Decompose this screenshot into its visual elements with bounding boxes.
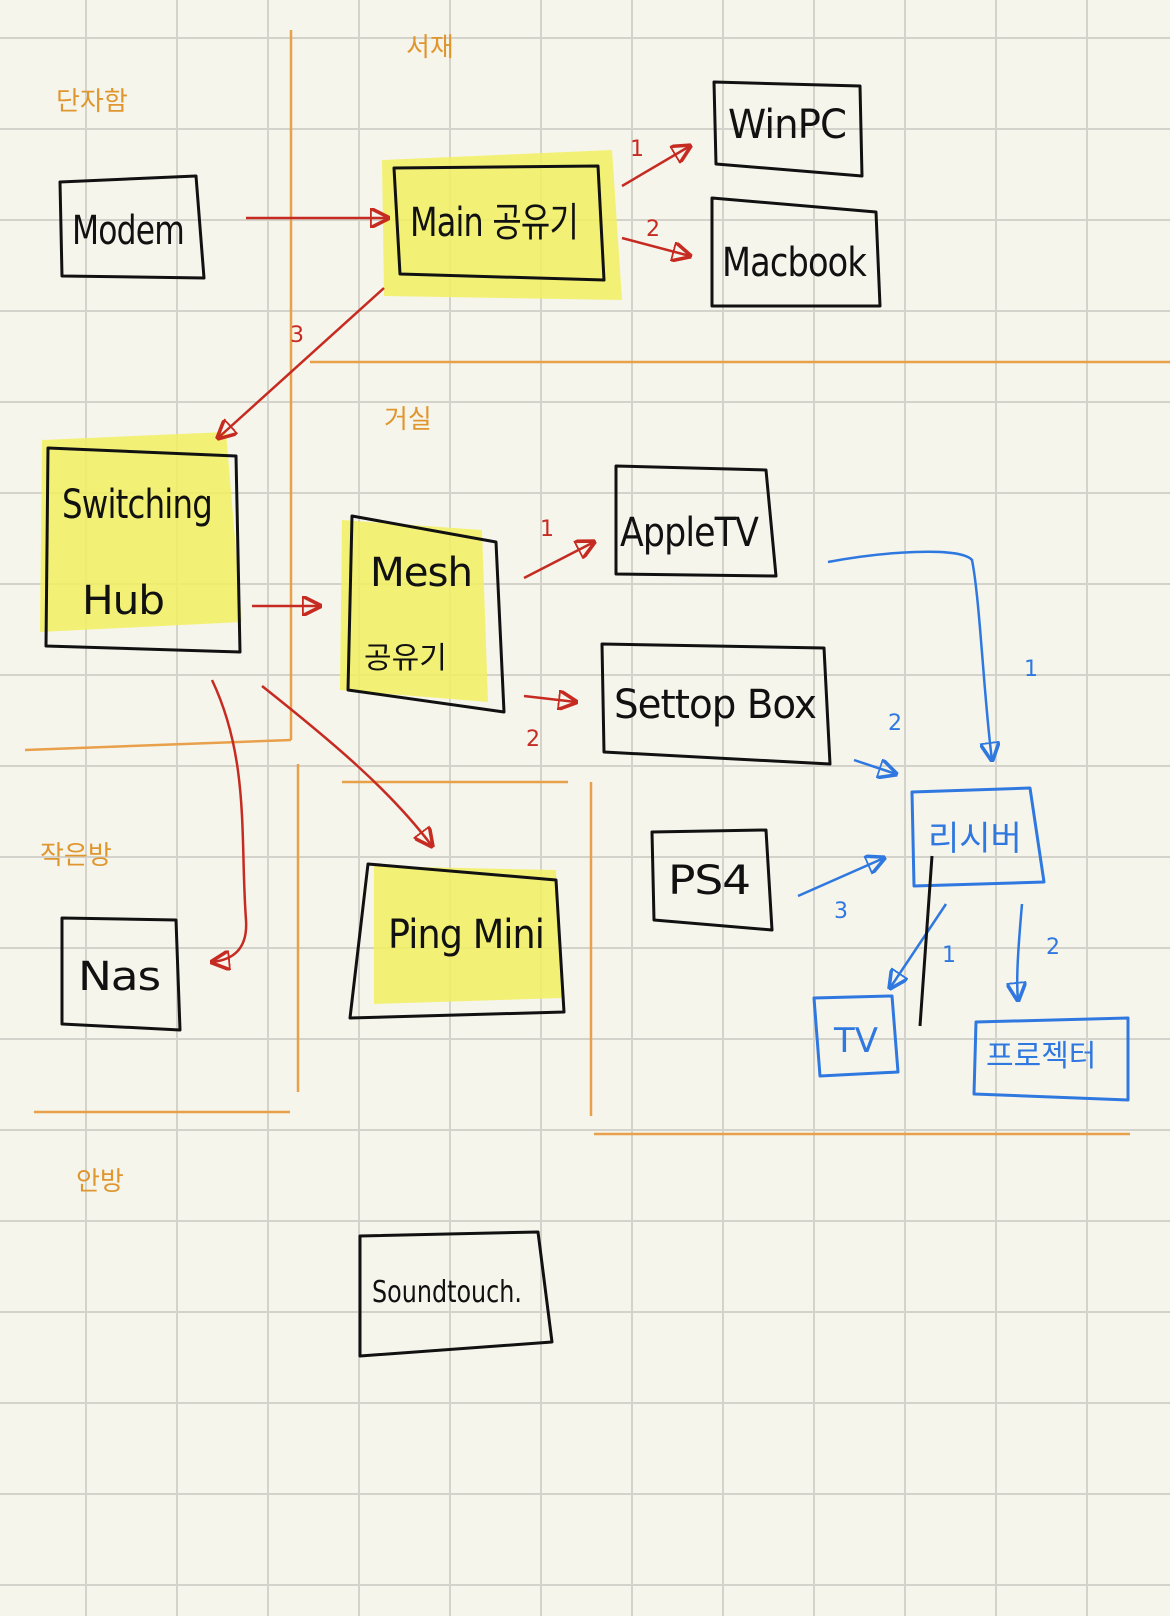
- zone-labels: 단자함 서재 거실 작은방 안방: [40, 33, 454, 1197]
- winpc-box: [712, 80, 864, 178]
- zone-label-work: 작은방: [40, 841, 112, 871]
- edge-label-receiver-in-3: 3: [834, 899, 848, 924]
- projector-label: 프로젝터: [986, 1039, 1096, 1074]
- tv-label: TV: [833, 1021, 878, 1061]
- receiver-label: 리시버: [928, 819, 1022, 859]
- switching-hub-label-2: Hub: [82, 578, 164, 624]
- ps4-label: PS4: [668, 858, 750, 904]
- edge-main-hub: [218, 287, 385, 438]
- settop-box-label: Settop Box: [614, 682, 816, 728]
- edge-appletv-receiver: [827, 550, 992, 760]
- edge-label-receiver-in-2: 2: [888, 711, 902, 736]
- mesh-label-2: 공유기: [364, 641, 447, 676]
- mesh-label-1: Mesh: [370, 550, 472, 596]
- edge-label-main-hub: 3: [290, 323, 304, 348]
- node-labels-blue: 리시버 TV 프로젝터: [833, 819, 1096, 1074]
- blue-edges: [797, 550, 1022, 1000]
- zone-label-utility: 단자함: [56, 87, 128, 117]
- zone-line-utility-bottom: [24, 738, 292, 752]
- edge-receiver-tv: [890, 903, 948, 988]
- edge-mesh-appletv: [523, 542, 594, 580]
- zone-label-study: 서재: [406, 33, 454, 63]
- node-boxes-blue: [812, 786, 1130, 1102]
- projector-box: [972, 1016, 1130, 1102]
- edge-hub-nas: [212, 679, 248, 962]
- main-router-label: Main 공유기: [410, 200, 578, 246]
- edge-label-main-macbook: 2: [646, 217, 660, 242]
- edge-main-winpc: [621, 146, 690, 188]
- mesh-box: [346, 514, 506, 714]
- nas-label: Nas: [78, 954, 160, 1000]
- ping-mini-highlight: [374, 866, 562, 1004]
- modem-label: Modem: [72, 208, 184, 254]
- tv-box: [812, 994, 900, 1078]
- switching-hub-label-1: Switching: [62, 482, 212, 528]
- edge-mesh-settop: [523, 696, 576, 702]
- receiver-box: [910, 786, 1046, 888]
- macbook-box: [710, 196, 882, 308]
- edge-label-main-winpc: 1: [630, 137, 644, 162]
- modem-box: [58, 174, 206, 280]
- edge-label-receiver-out-2: 2: [1046, 935, 1060, 960]
- zone-lines: [24, 30, 1170, 1136]
- switching-hub-box: [44, 446, 242, 654]
- highlights: [40, 150, 622, 1004]
- apple-tv-label: AppleTV: [620, 510, 759, 556]
- edge-settop-receiver: [853, 758, 896, 774]
- macbook-label: Macbook: [722, 240, 868, 286]
- mesh-highlight: [340, 520, 488, 702]
- ping-mini-box: [348, 862, 566, 1020]
- winpc-label: WinPC: [728, 102, 846, 148]
- red-edge-labels: 1 2 3 1 2: [290, 137, 660, 752]
- edge-hub-pingmini: [261, 685, 432, 846]
- node-boxes: [44, 80, 882, 1358]
- main-router-highlight: [382, 150, 622, 300]
- edge-label-mesh-appletv: 1: [540, 517, 554, 542]
- zone-label-living: 거실: [384, 405, 432, 435]
- apple-tv-box: [614, 464, 778, 578]
- switching-hub-highlight: [40, 432, 242, 632]
- ps4-box: [650, 828, 774, 932]
- edge-receiver-projector: [1017, 903, 1022, 1000]
- main-router-box: [392, 164, 606, 282]
- settop-box-box: [600, 642, 832, 766]
- edge-ps4-receiver: [797, 858, 884, 898]
- red-edges: [212, 146, 690, 962]
- soundtouch-label: Soundtouch.: [372, 1275, 522, 1310]
- node-labels: Modem Main 공유기 WinPC Macbook Switching H…: [62, 102, 869, 1310]
- edge-main-macbook: [621, 236, 690, 256]
- receiver-vertical-divider: [918, 855, 934, 1027]
- edge-label-receiver-out-1: 1: [942, 943, 956, 968]
- soundtouch-box: [358, 1230, 554, 1358]
- edge-label-receiver-in-1: 1: [1024, 657, 1038, 682]
- nas-box: [60, 916, 182, 1032]
- edge-label-mesh-settop: 2: [526, 727, 540, 752]
- blue-edge-labels: 1 2 3 1 2: [834, 657, 1060, 968]
- zone-label-bedroom: 안방: [76, 1167, 124, 1197]
- ping-mini-label: Ping Mini: [388, 912, 544, 958]
